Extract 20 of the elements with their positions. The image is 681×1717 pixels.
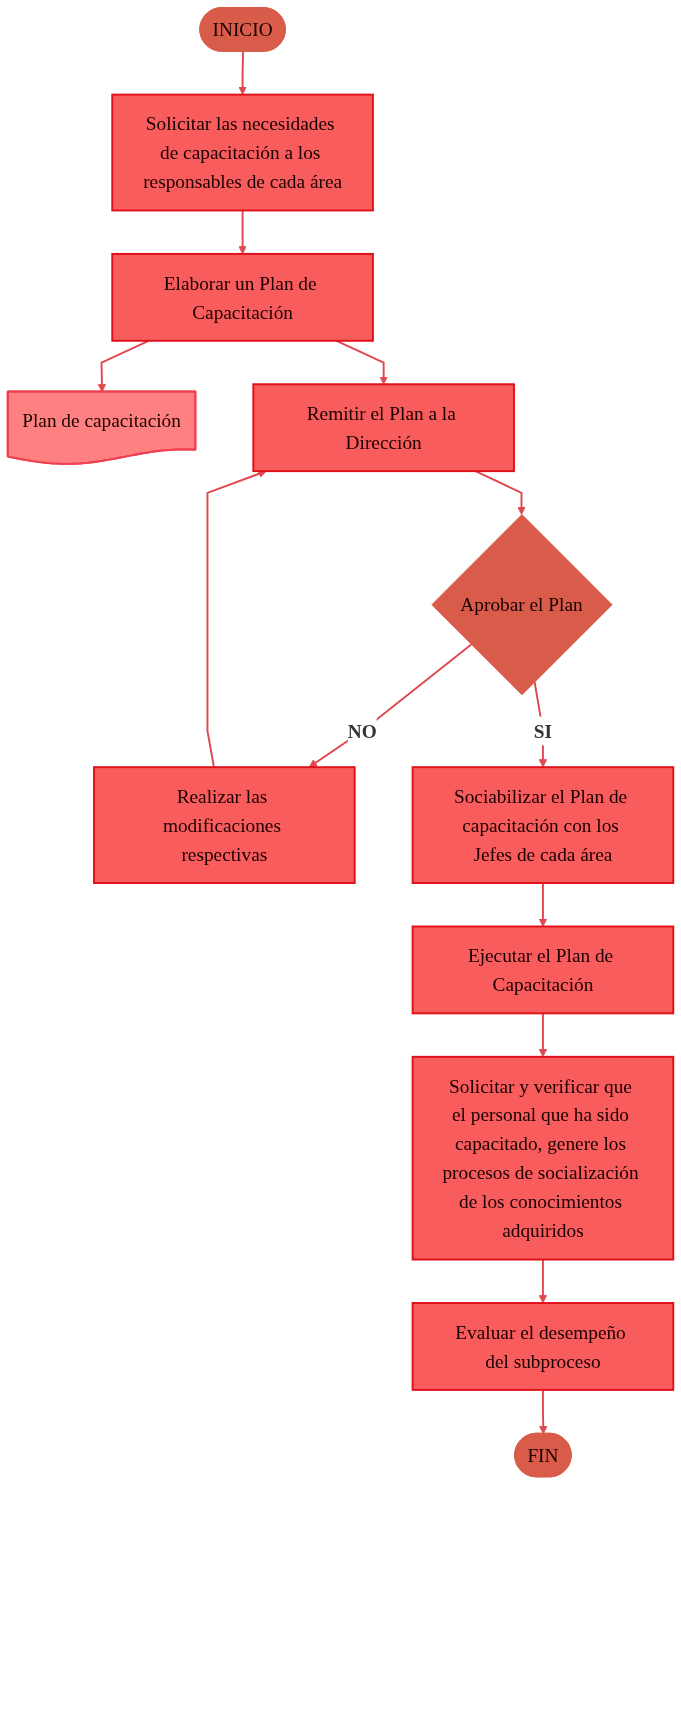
arrow xyxy=(538,1258,548,1304)
arrow xyxy=(538,882,548,927)
edge-label: NO xyxy=(347,720,377,742)
node-box: Remitir el Plan a la Dirección xyxy=(252,383,515,473)
arrow xyxy=(538,1012,548,1058)
arrow xyxy=(335,339,388,385)
arrow xyxy=(238,209,247,255)
node-box: Sociabilizar el Plan de capacitación con los Jefes de cada área xyxy=(411,766,675,884)
node-box: Evaluar el desempeño del subproceso xyxy=(411,1302,675,1391)
edge-label: SI xyxy=(533,720,553,742)
arrow xyxy=(539,1388,548,1435)
node-box: Realizar las modificaciones respectivas xyxy=(93,766,356,884)
arrow xyxy=(474,470,526,515)
node-box: Solicitar las necesidades de capacitación a los responsables de cada área xyxy=(111,93,374,212)
node-box: Solicitar y verificar que el personal que ha sido capacitado, genere los procesos de socialización de los conocimientos adquiridos xyxy=(411,1055,675,1261)
arrow xyxy=(238,50,247,95)
node-box: Ejecutar el Plan de Capacitación xyxy=(411,925,675,1015)
node-diamond: Aprobar el Plan xyxy=(431,514,613,696)
node-box: Elaborar un Plan de Capacitación xyxy=(111,252,374,342)
arrow xyxy=(308,643,473,768)
